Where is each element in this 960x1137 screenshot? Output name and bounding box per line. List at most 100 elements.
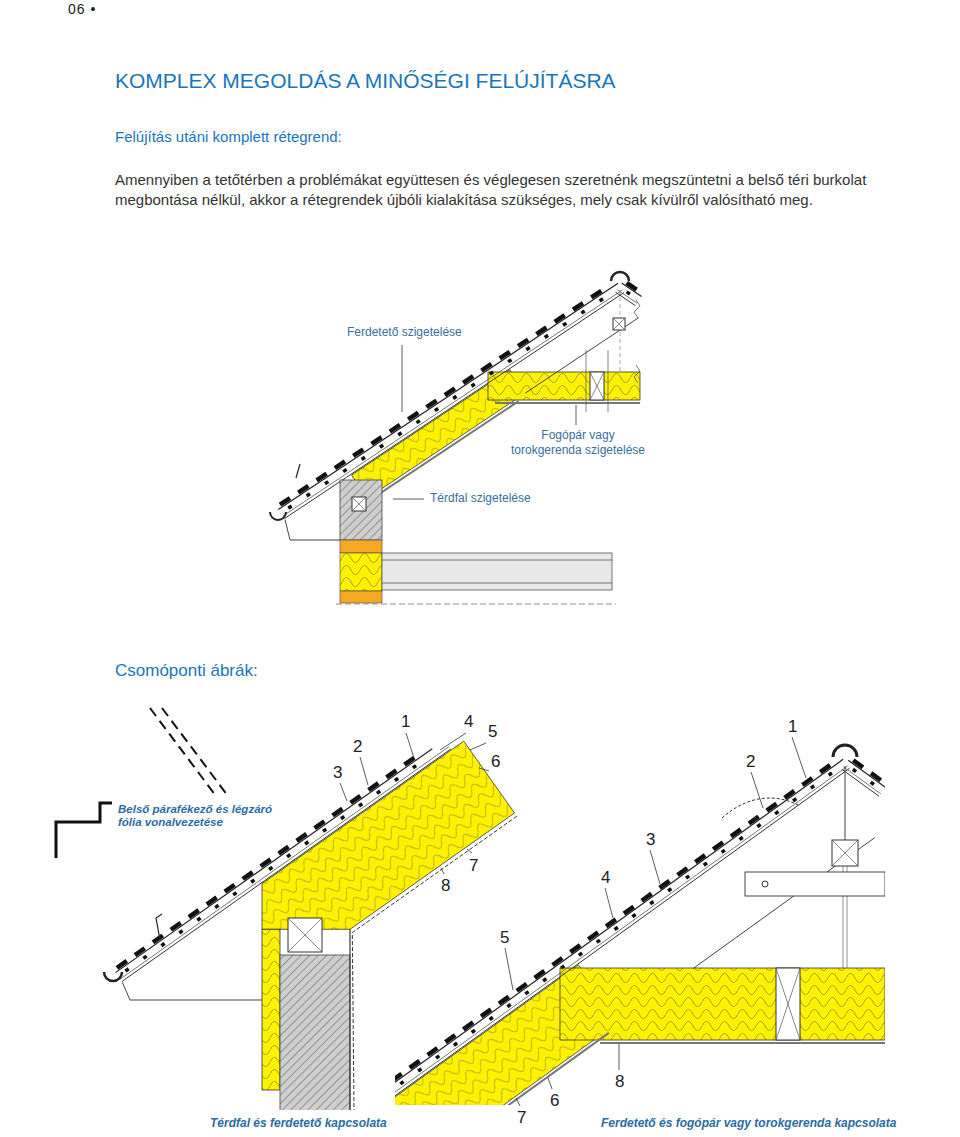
drawing-line [579, 953, 582, 955]
drawing-line [481, 1009, 491, 1016]
gutter [104, 972, 122, 981]
drawing-line [307, 494, 310, 496]
drawing-line [418, 1069, 421, 1071]
timber-section [590, 372, 604, 400]
drawing-line [125, 969, 128, 971]
drawing-line [499, 997, 509, 1004]
drawing-line [853, 760, 863, 767]
drawing-line [382, 560, 612, 561]
drawing-line [410, 1061, 420, 1068]
drawing-line [495, 402, 640, 404]
drawing-line [553, 958, 563, 965]
drawing-line [288, 918, 322, 952]
drawing-line [161, 943, 164, 945]
drawing-line [317, 474, 327, 481]
callout-number: 7 [516, 1108, 527, 1127]
callout-number: 6 [549, 1091, 560, 1110]
drawing-line [435, 408, 438, 410]
callout-number: 8 [614, 1072, 625, 1091]
body-text: Amennyiben a tetőtérben a problémákat eg… [115, 170, 915, 210]
ridge-cap [611, 272, 629, 281]
leader-line [393, 499, 424, 500]
drawing-line [853, 769, 856, 771]
ridge-cap [833, 745, 857, 757]
note-label: Belső párafékező és légzáró fólia vonalv… [118, 803, 290, 829]
drawing-line [573, 303, 583, 310]
drawing-line [359, 804, 362, 806]
drawing-line [775, 812, 778, 814]
drawing-line [811, 786, 814, 788]
gutter [270, 512, 286, 520]
drawing-line [325, 482, 328, 484]
drawing-line [427, 401, 437, 408]
drawing-line [632, 914, 635, 916]
insulation [560, 968, 885, 1040]
drawing-line [343, 469, 346, 471]
callout-number: 5 [487, 722, 498, 741]
drawing-line [693, 838, 875, 969]
drawing-line [251, 880, 254, 882]
insulation [262, 929, 280, 1090]
drawing-line [395, 766, 848, 1105]
drawing-line [207, 897, 217, 904]
drawing-line [615, 927, 618, 929]
drawing-line [686, 876, 689, 878]
insulation [488, 372, 640, 400]
callout-number: 3 [645, 830, 656, 849]
page-title: KOMPLEX MEGOLDÁS A MINŐSÉGI FELÚJÍTÁSRA [115, 68, 616, 94]
drawing-line [288, 918, 322, 952]
drawing-line [525, 992, 528, 994]
ring-beam [340, 591, 382, 603]
callout-number: 4 [600, 868, 611, 887]
drawing-line [627, 292, 630, 294]
drawing-line [269, 867, 272, 869]
drawing-line [453, 396, 456, 398]
drawing-line [820, 765, 830, 772]
leader-line [402, 345, 403, 412]
drawing-line [518, 340, 528, 347]
drawing-line [297, 834, 307, 841]
figure-caption: Térdfal és ferdetető kapcsolata [210, 1116, 387, 1130]
drawing-line [369, 783, 379, 790]
drawing-line [335, 461, 345, 468]
drawing-line [844, 767, 881, 794]
leader-line [751, 772, 763, 808]
drawing-line [436, 1056, 439, 1058]
leader-line [548, 1078, 552, 1089]
drawing-line [336, 604, 616, 605]
drawing-line [668, 889, 671, 891]
drawing-line [845, 766, 846, 840]
drawing-line [288, 506, 291, 508]
drawing-line [372, 437, 382, 444]
leader-line [479, 768, 489, 771]
drawing-line [627, 283, 637, 290]
drawing-line [398, 433, 401, 435]
insulation [340, 553, 382, 591]
drawing-line [508, 360, 511, 362]
drawing-line [563, 323, 566, 325]
leader-line [340, 783, 347, 801]
detail-drawing [395, 745, 885, 1105]
leader-line [441, 868, 444, 874]
callout-label: Fogópár vagy torokgerenda szigetelése [506, 428, 650, 458]
drawing-line [243, 872, 253, 879]
drawing-line [150, 708, 216, 796]
drawing-line [624, 907, 634, 914]
drawing-line [283, 290, 623, 516]
drawing-line [613, 318, 625, 330]
leader-line [470, 743, 486, 750]
leader-line [406, 733, 414, 758]
timber-section [832, 840, 858, 866]
drawing-line [555, 315, 565, 322]
drawing-line [591, 291, 601, 298]
drawing-line [422, 1033, 609, 1105]
drawing-line [829, 773, 832, 775]
leader-line [516, 1098, 520, 1106]
drawing-line [695, 855, 705, 862]
drawing-line [171, 923, 181, 930]
drawing-line [871, 782, 874, 784]
floor-slab [382, 553, 612, 590]
drawing-line [606, 919, 616, 926]
timber-section [776, 968, 800, 1040]
